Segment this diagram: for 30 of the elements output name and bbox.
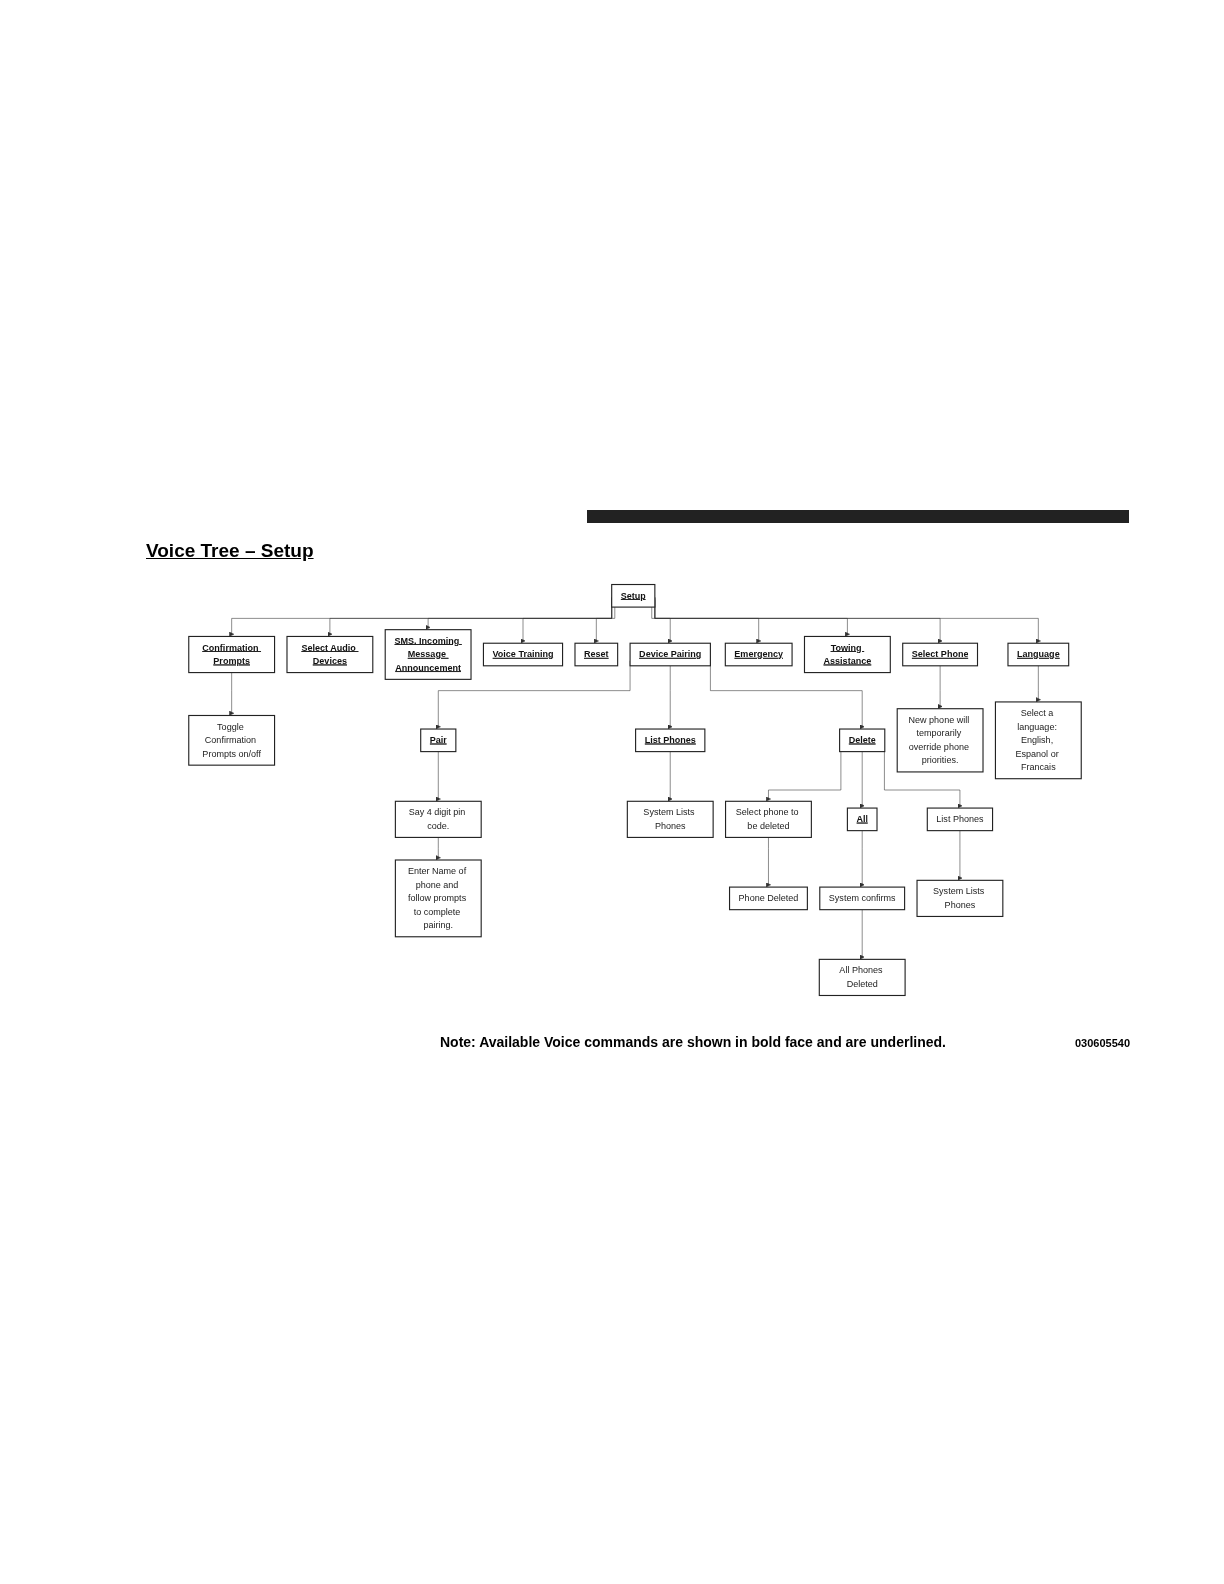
node-box: Pair [420,728,457,753]
node-box: Emergency [724,642,793,667]
node-box: Delete [839,728,886,753]
title: Voice Tree – Setup [146,540,314,562]
node-box: List Phones [635,728,706,753]
node-box: Select Audio Devices [286,635,374,674]
node-box: System confirms [819,886,906,911]
node-box: Select a language: English, Espanol or Francais [994,701,1082,780]
node-box: System Lists Phones [626,800,714,838]
node-box: Enter Name of phone and follow prompts to complete pairing. [394,859,482,938]
node-box: List Phones [926,807,994,832]
node-box: Device Pairing [629,642,711,667]
node-box: Select Phone [902,642,979,667]
node-box: SMS. Incoming Message Announcement [384,629,472,680]
figure-code: 030605540 [1074,1037,1130,1049]
node-box: Towing Assistance [803,635,891,674]
node-box: Phone Deleted [729,886,808,911]
node-box: New phone will temporarily override phone priorities. [896,708,984,773]
node-box: Toggle Confirmation Prompts on/off [188,714,276,766]
node-box: Select phone to be deleted [725,800,812,838]
node-box: All Phones Deleted [818,958,906,997]
node-box: Say 4 digit pin code. [394,800,482,838]
note: Note: Available Voice commands are shown in bold face and are underlined. [440,1034,946,1050]
node-box: System Lists Phones [916,879,1004,917]
node-box: Voice Training [482,642,564,667]
node-box: Confirmation Prompts [188,635,276,674]
node-box: Language [1007,642,1070,667]
node-box: Setup [611,583,656,608]
node-box: Reset [574,642,619,667]
node-box: All [846,807,878,832]
